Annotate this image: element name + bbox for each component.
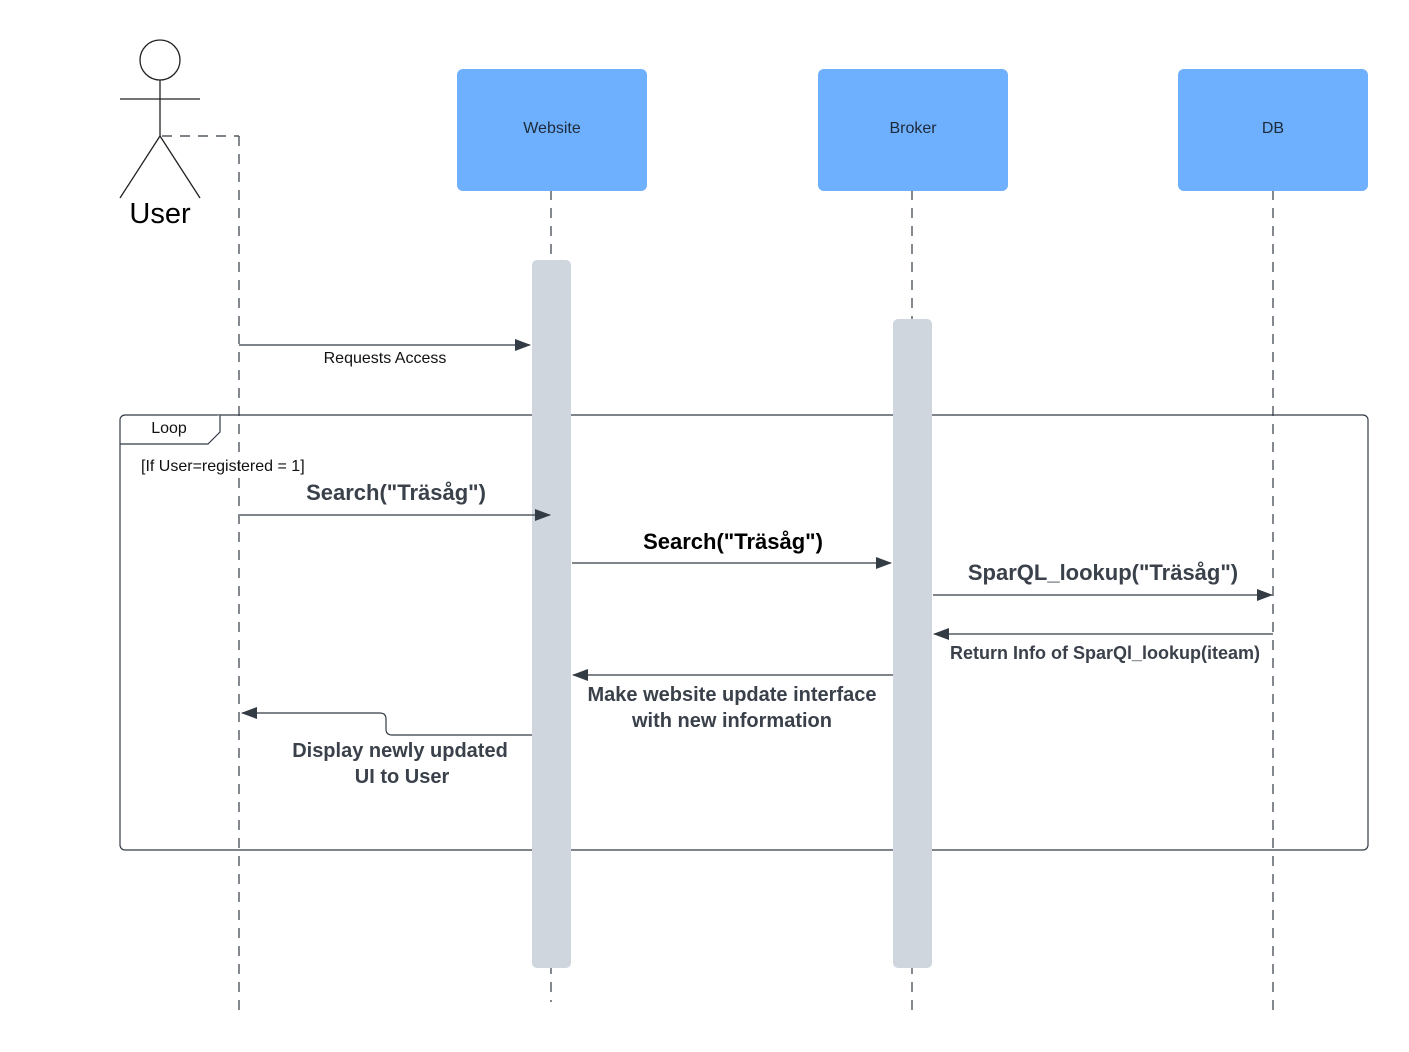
message-label-line2: UI to User xyxy=(355,766,450,788)
loop-label: Loop xyxy=(151,420,187,437)
actor-head xyxy=(139,39,181,81)
actor-left-leg xyxy=(119,135,161,199)
loop-label-tab xyxy=(120,415,221,445)
message-arrow xyxy=(241,707,532,736)
actor-label: User xyxy=(129,198,191,230)
message-sparql-lookup: SparQL_lookup("Träsåg") xyxy=(933,560,1273,601)
loop-frame: Loop [If User=registered = 1] xyxy=(119,414,1369,851)
message-return-info: Return Info of SparQl_lookup(iteam) xyxy=(933,628,1273,663)
message-label: Return Info of SparQl_lookup(iteam) xyxy=(950,643,1260,663)
message-label: SparQL_lookup("Träsåg") xyxy=(968,560,1238,585)
participant-label-broker: Broker xyxy=(889,120,937,137)
participant-box-website xyxy=(457,69,647,191)
message-search-user: Search("Träsåg") xyxy=(240,480,551,521)
participant-label-db: DB xyxy=(1262,120,1284,137)
message-display-ui: Display newly updated UI to User xyxy=(241,707,532,788)
message-label: Search("Träsåg") xyxy=(643,529,823,554)
participant-broker: Broker xyxy=(818,69,1008,191)
message-label-line1: Make website update interface xyxy=(588,684,877,706)
website-activation-bar xyxy=(532,260,571,968)
participant-box-broker xyxy=(818,69,1008,191)
loop-guard: [If User=registered = 1] xyxy=(141,458,305,475)
message-update-interface: Make website update interface with new i… xyxy=(572,669,893,732)
participant-label-website: Website xyxy=(523,120,581,137)
participant-db: DB xyxy=(1178,69,1368,191)
message-label-line1: Display newly updated xyxy=(292,740,508,762)
message-requests-access: Requests Access xyxy=(239,339,531,367)
message-label-line2: with new information xyxy=(631,710,832,732)
actor-right-leg xyxy=(159,135,201,199)
user-actor: User xyxy=(119,39,239,230)
message-label: Search("Träsåg") xyxy=(306,480,486,505)
message-search-website: Search("Träsåg") xyxy=(572,529,892,569)
broker-activation-bar xyxy=(893,319,932,968)
participant-website: Website xyxy=(457,69,647,191)
participant-box-db xyxy=(1178,69,1368,191)
loop-frame-border xyxy=(119,414,1369,851)
message-label: Requests Access xyxy=(324,350,447,367)
